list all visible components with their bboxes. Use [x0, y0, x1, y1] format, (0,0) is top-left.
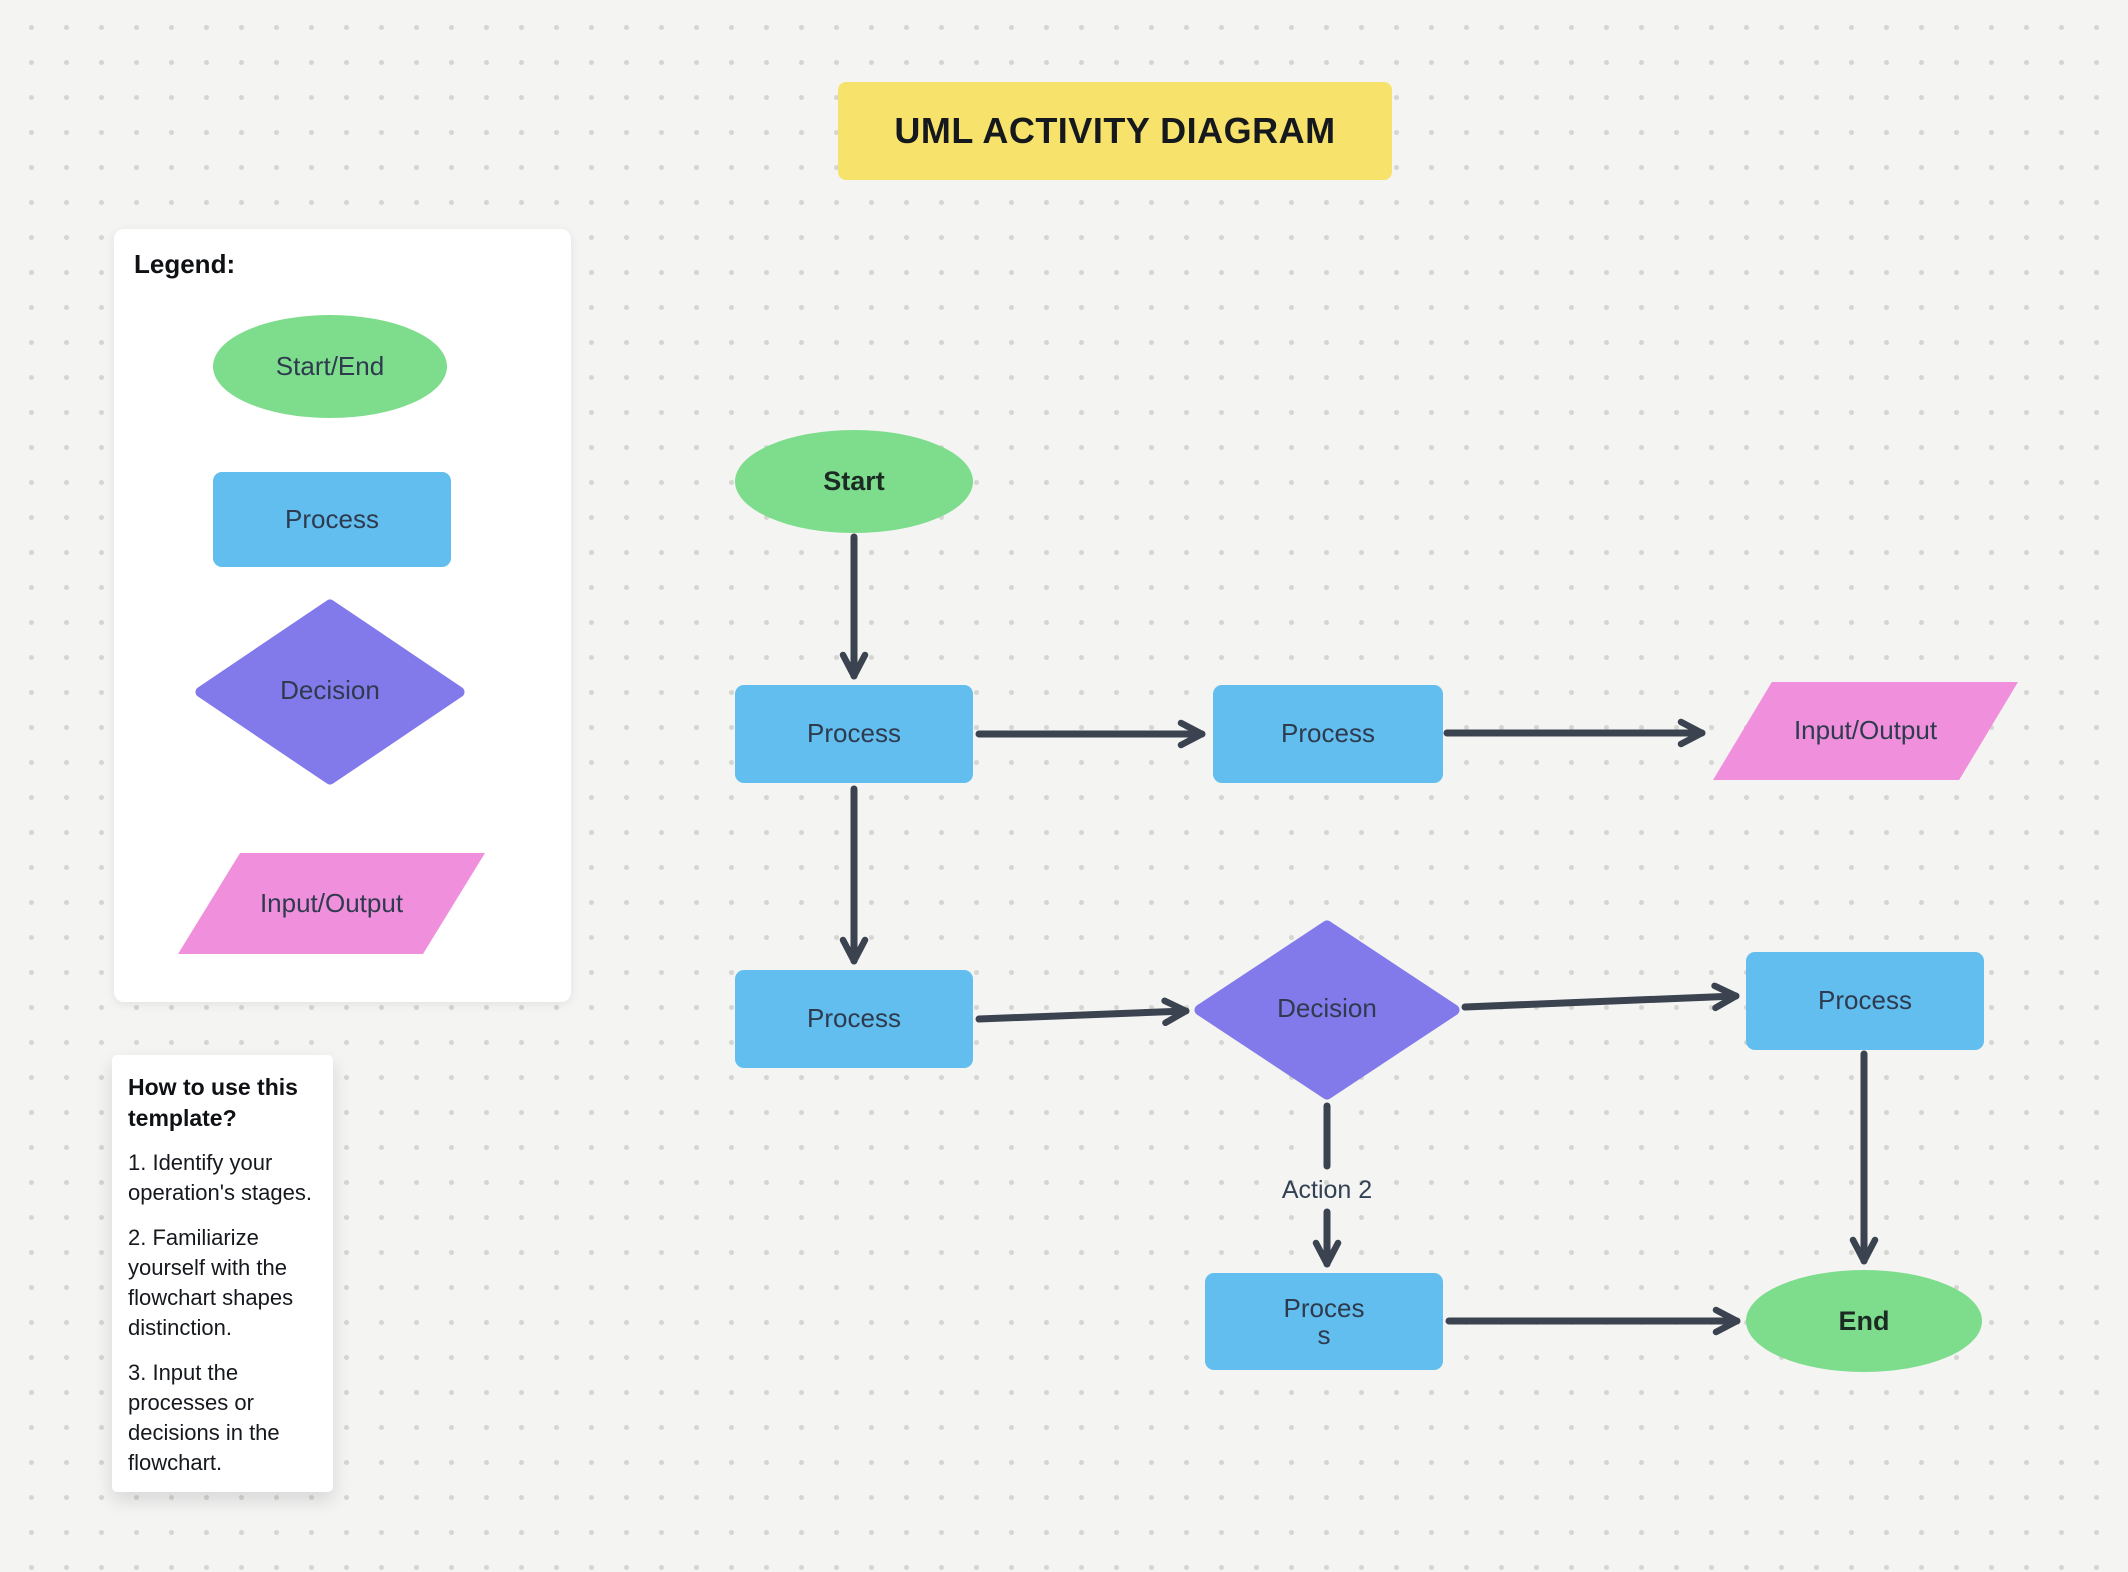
instructions-panel[interactable]: How to use this template? 1. Identify yo… [112, 1055, 333, 1492]
flow-node-input-output[interactable]: Input/Output [1713, 682, 2018, 780]
flow-label-end: End [1838, 1305, 1890, 1336]
flow-label-input-output: Input/Output [1793, 715, 1938, 746]
legend-heading: Legend: [134, 249, 236, 279]
flow-label-process-2: Process [1281, 718, 1375, 749]
legend-label-decision: Decision [280, 674, 380, 705]
flow-label-decision: Decision [1277, 992, 1377, 1023]
flow-label-process-4: Process [1818, 985, 1912, 1016]
flow-node-process-3[interactable]: Process [735, 970, 973, 1068]
legend-label-input-output: Input/Output [259, 887, 404, 918]
legend-shape-input-output[interactable]: Input/Output [178, 853, 485, 954]
flow-node-process-4[interactable]: Process [1746, 952, 1984, 1050]
edge-label-action-2: Action 2 [1281, 1176, 1373, 1204]
legend-shape-process[interactable]: Process [213, 472, 451, 567]
flow-node-end[interactable]: End [1746, 1270, 1982, 1372]
flow-node-process-1[interactable]: Process [735, 685, 973, 783]
title-banner[interactable]: UML ACTIVITY DIAGRAM [838, 82, 1392, 180]
instructions-step-3: 3. Input the processes or decisions in t… [128, 1360, 280, 1475]
flow-node-decision[interactable]: Decision [1194, 920, 1460, 1100]
flow-node-process-2[interactable]: Process [1213, 685, 1443, 783]
instructions-step-2: 2. Familiarize yourself with the flowcha… [128, 1225, 294, 1340]
edge-decision-to-process4[interactable] [1461, 982, 1740, 1012]
legend-shape-start-end[interactable]: Start/End [213, 315, 447, 418]
instructions-step-1: 1. Identify your operation's stages. [128, 1150, 312, 1205]
flow-label-process-5: Proces s [1283, 1292, 1365, 1350]
instructions-heading: How to use this template? [128, 1074, 298, 1131]
legend-label-start-end: Start/End [275, 350, 385, 381]
flow-node-start[interactable]: Start [735, 430, 973, 533]
flow-label-start: Start [823, 466, 885, 496]
diamond-shape-icon [1194, 920, 1460, 1100]
flow-label-process-1: Process [807, 718, 901, 749]
legend-label-process: Process [285, 503, 379, 534]
flow-label-process-3: Process [807, 1003, 901, 1034]
page-title: UML ACTIVITY DIAGRAM [894, 110, 1336, 151]
legend-shape-decision[interactable]: Decision [195, 599, 465, 785]
legend-panel[interactable]: Legend: Start/End Process Decision Input… [114, 229, 571, 1002]
flow-node-process-5[interactable]: Proces s [1205, 1273, 1443, 1370]
diamond-shape-icon [195, 599, 465, 785]
edge-process3-to-decision[interactable] [975, 997, 1190, 1027]
